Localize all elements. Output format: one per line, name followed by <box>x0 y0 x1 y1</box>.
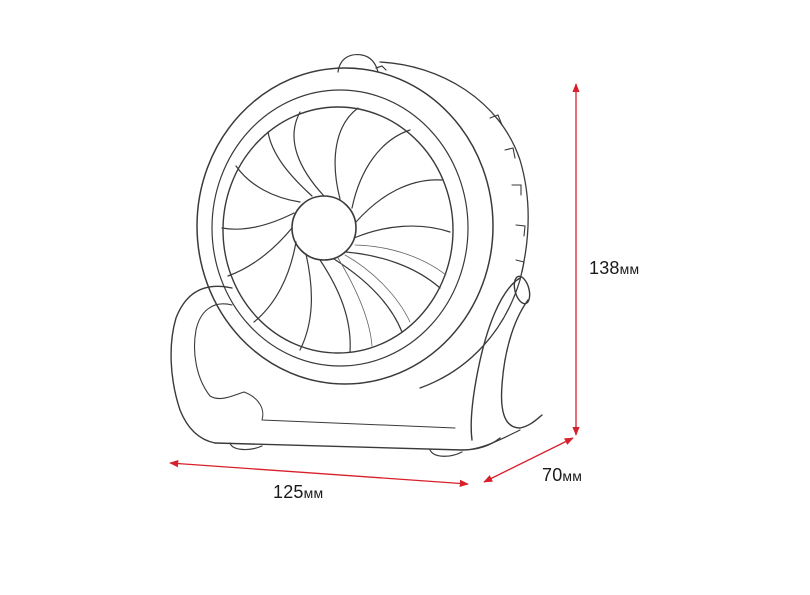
fan-stand <box>170 275 543 457</box>
fan-grille <box>221 107 451 353</box>
depth-dimension-label: 70мм <box>542 465 583 485</box>
width-dimension-label: 125мм <box>273 482 324 502</box>
dimension-lines <box>169 83 580 488</box>
height-dimension-label: 138мм <box>589 258 640 278</box>
depth-dimension-line <box>483 437 574 483</box>
width-dimension-line <box>169 459 469 488</box>
fan-head <box>196 53 529 389</box>
